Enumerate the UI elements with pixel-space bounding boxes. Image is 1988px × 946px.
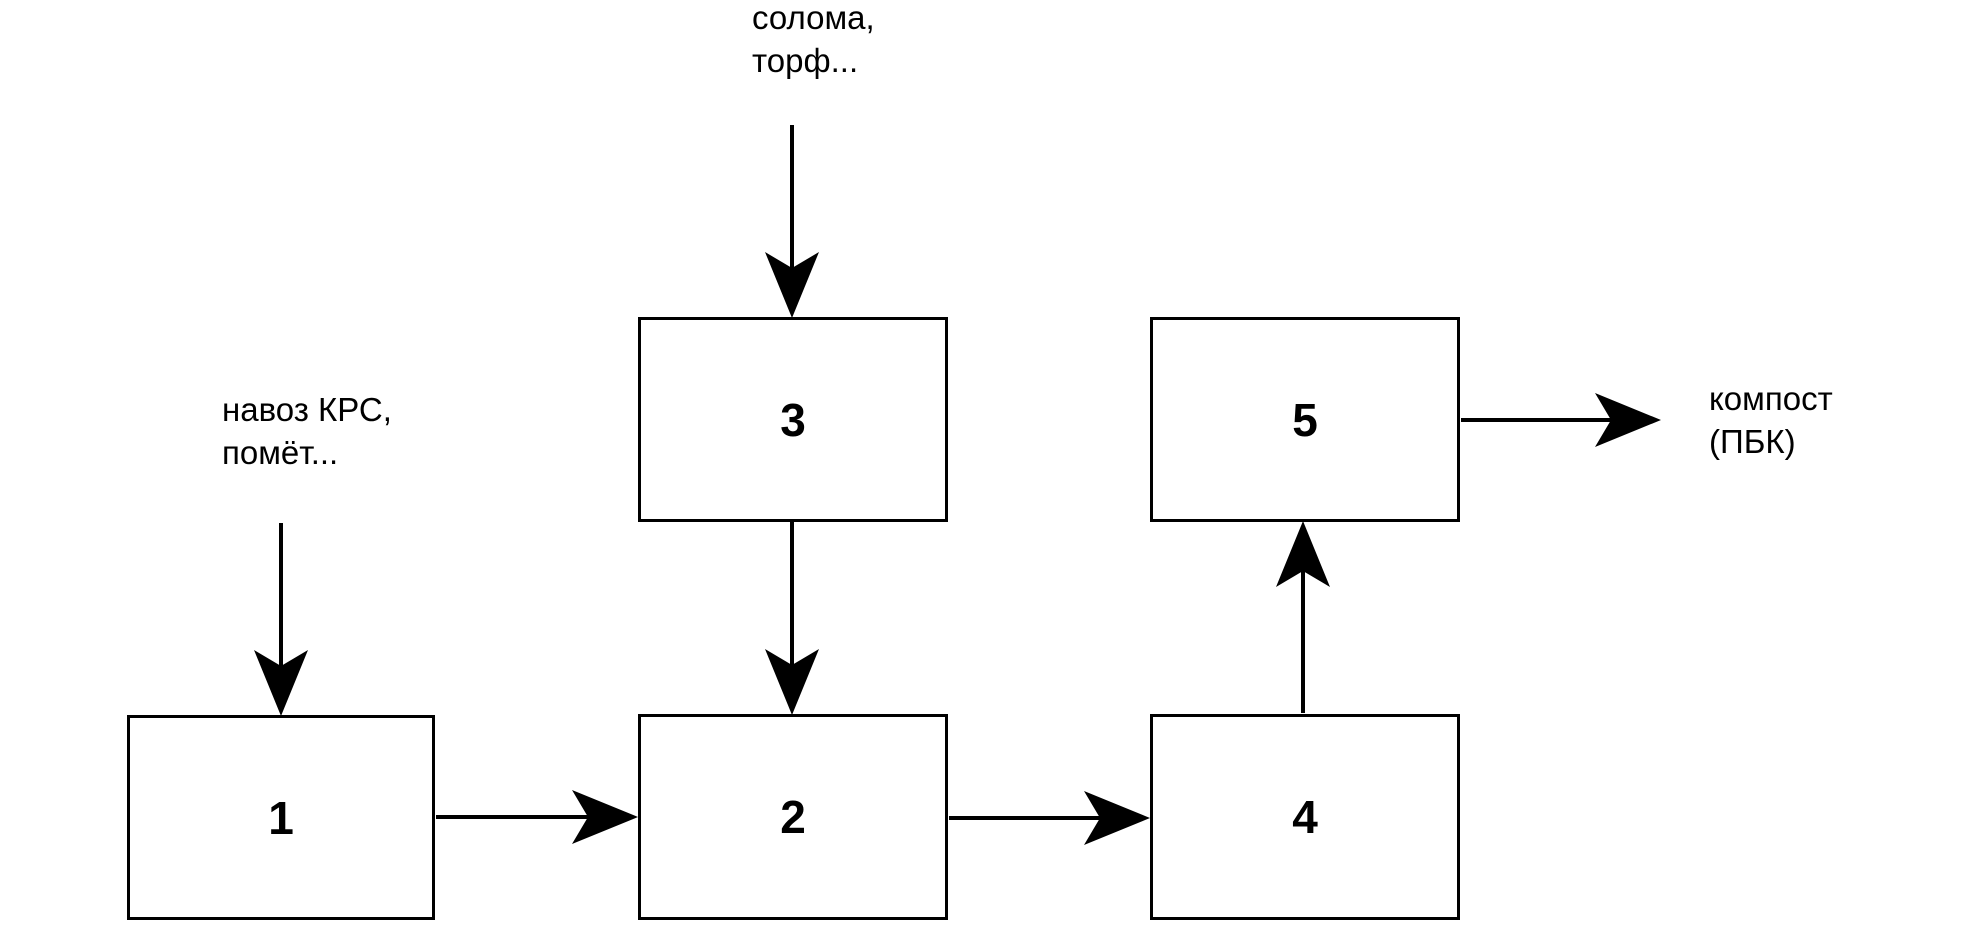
arrow-box3-to-box2 <box>765 522 819 715</box>
arrow-box1-to-box2 <box>436 790 638 844</box>
process-box-1-label: 1 <box>268 791 294 844</box>
process-box-4-label: 4 <box>1292 791 1318 843</box>
arrow-box4-to-box5 <box>1276 521 1330 713</box>
process-box-3-label: 3 <box>780 393 806 446</box>
process-box-1[interactable]: 1 <box>127 715 435 920</box>
process-box-2[interactable]: 2 <box>638 714 948 920</box>
arrow-box2-to-box4 <box>949 791 1150 845</box>
process-box-2-label: 2 <box>780 791 806 843</box>
arrow-box5-to-compost <box>1461 393 1661 447</box>
output-label-compost: компост (ПБК) <box>1709 380 1833 460</box>
input-label-manure-droppings: навоз КРС, помёт... <box>222 391 392 471</box>
arrow-straw-to-box3 <box>765 125 819 318</box>
process-box-5[interactable]: 5 <box>1150 317 1460 522</box>
process-box-5-label: 5 <box>1292 393 1318 446</box>
process-box-4[interactable]: 4 <box>1150 714 1460 920</box>
input-label-straw-peat: солома, торф... <box>752 0 875 79</box>
process-box-3[interactable]: 3 <box>638 317 948 522</box>
arrow-manure-to-box1 <box>254 523 308 716</box>
